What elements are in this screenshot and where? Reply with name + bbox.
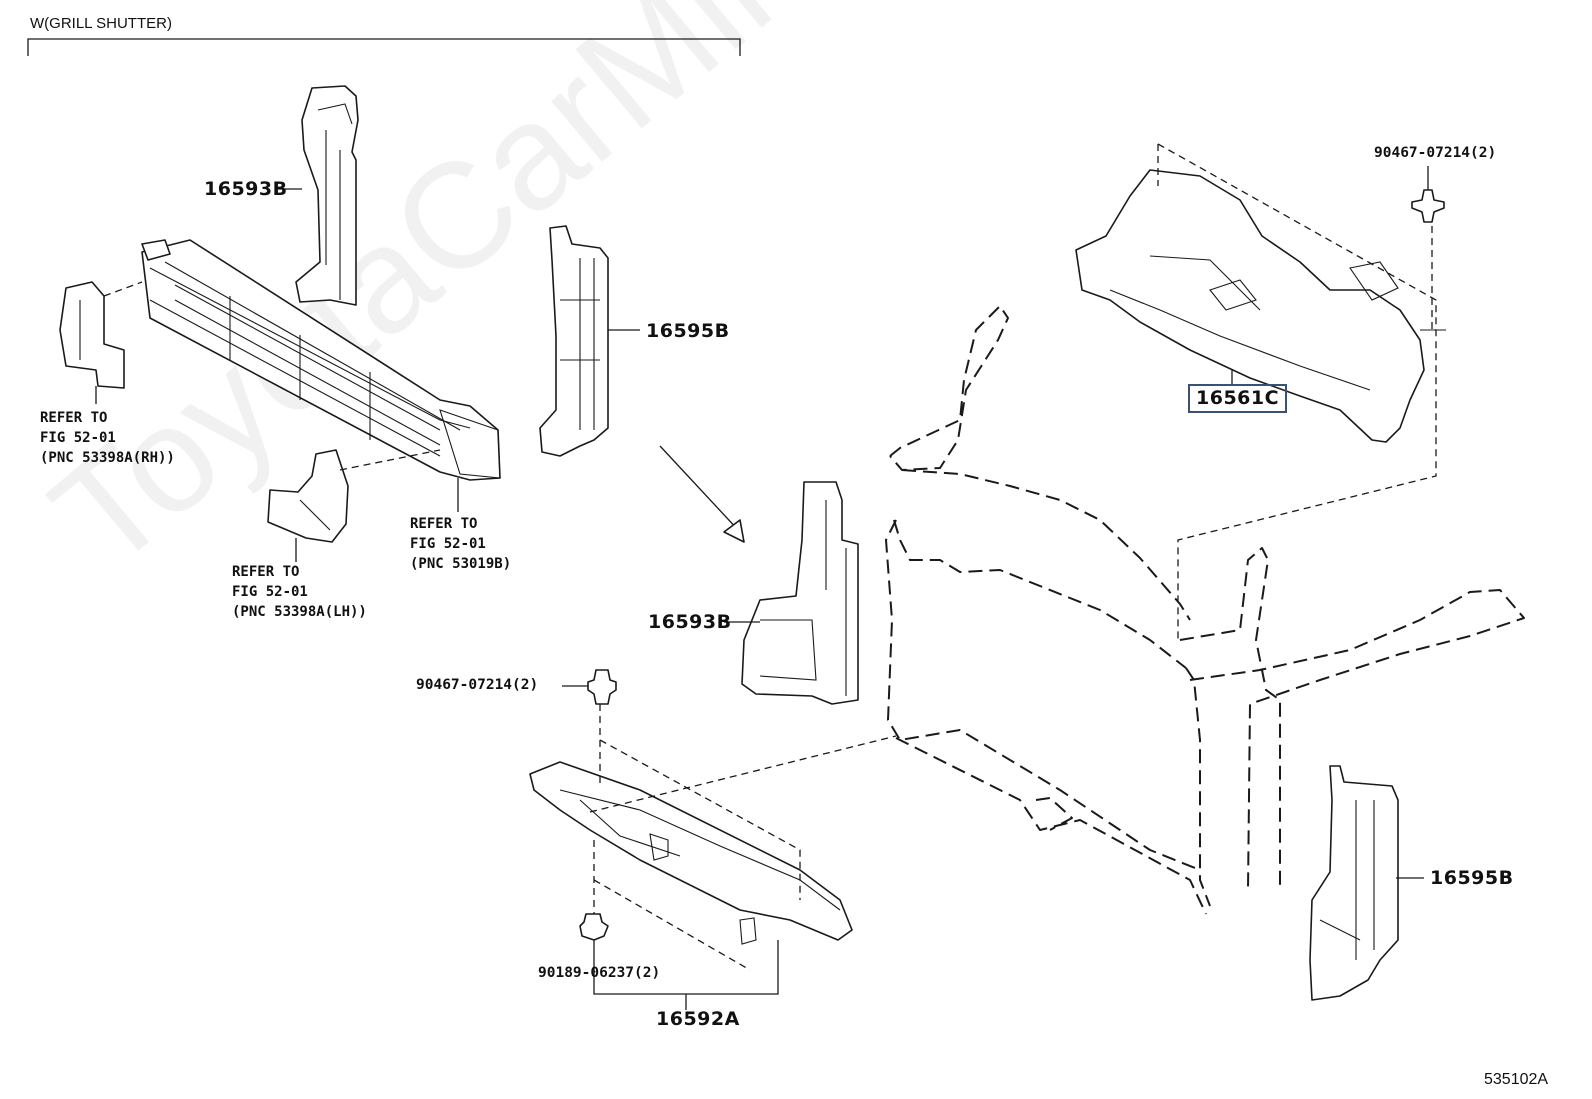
upper-seal: [1075, 169, 1446, 443]
upper-seal-dash-guides: [1157, 143, 1437, 640]
part-label-16593b-lower[interactable]: 16593B: [648, 611, 732, 633]
clip-left-icon: [562, 669, 617, 705]
fastener-label-90189[interactable]: 90189-06237(2): [538, 965, 661, 981]
lower-seal-dash-guides: [589, 704, 897, 971]
reference-note-rh: REFER TO FIG 52-01 (PNC 53398A(RH)): [40, 410, 175, 466]
part-label-16595b-upper[interactable]: 16595B: [646, 320, 730, 342]
figure-number: 535102A: [1484, 1071, 1549, 1088]
lower-seal: [529, 761, 853, 945]
bracket-rh: [59, 281, 143, 389]
duct-lower-right: [1309, 765, 1399, 1001]
lower-seal-leader: [593, 940, 779, 1010]
section-bracket: [27, 38, 741, 56]
part-label-16595b-lower[interactable]: 16595B: [1430, 867, 1514, 889]
fastener-label-90467-left[interactable]: 90467-07214(2): [416, 677, 539, 693]
section-title: W(GRILL SHUTTER): [30, 15, 172, 32]
part-label-16593b-upper[interactable]: 16593B: [204, 178, 288, 200]
grill-shutter-assembly: [141, 239, 501, 481]
fastener-label-90467-upper[interactable]: 90467-07214(2): [1374, 145, 1497, 161]
reference-note-lh: REFER TO FIG 52-01 (PNC 53398A(LH)): [232, 564, 367, 620]
direction-arrow: [659, 445, 745, 543]
reference-note-center: REFER TO FIG 52-01 (PNC 53019B): [410, 516, 512, 572]
radiator-support-frame: [885, 305, 1525, 915]
part-label-16592a[interactable]: 16592A: [656, 1008, 740, 1030]
duct-upper-right: [539, 225, 609, 457]
clip-upper-right-icon: [1411, 166, 1445, 223]
duct-upper-left: [295, 85, 359, 306]
clip-lower-icon: [579, 913, 609, 941]
bracket-lh: [267, 449, 441, 543]
leaders: [95, 188, 1424, 879]
part-label-16561c[interactable]: 16561C: [1188, 384, 1288, 413]
duct-lower-left: [741, 481, 859, 705]
